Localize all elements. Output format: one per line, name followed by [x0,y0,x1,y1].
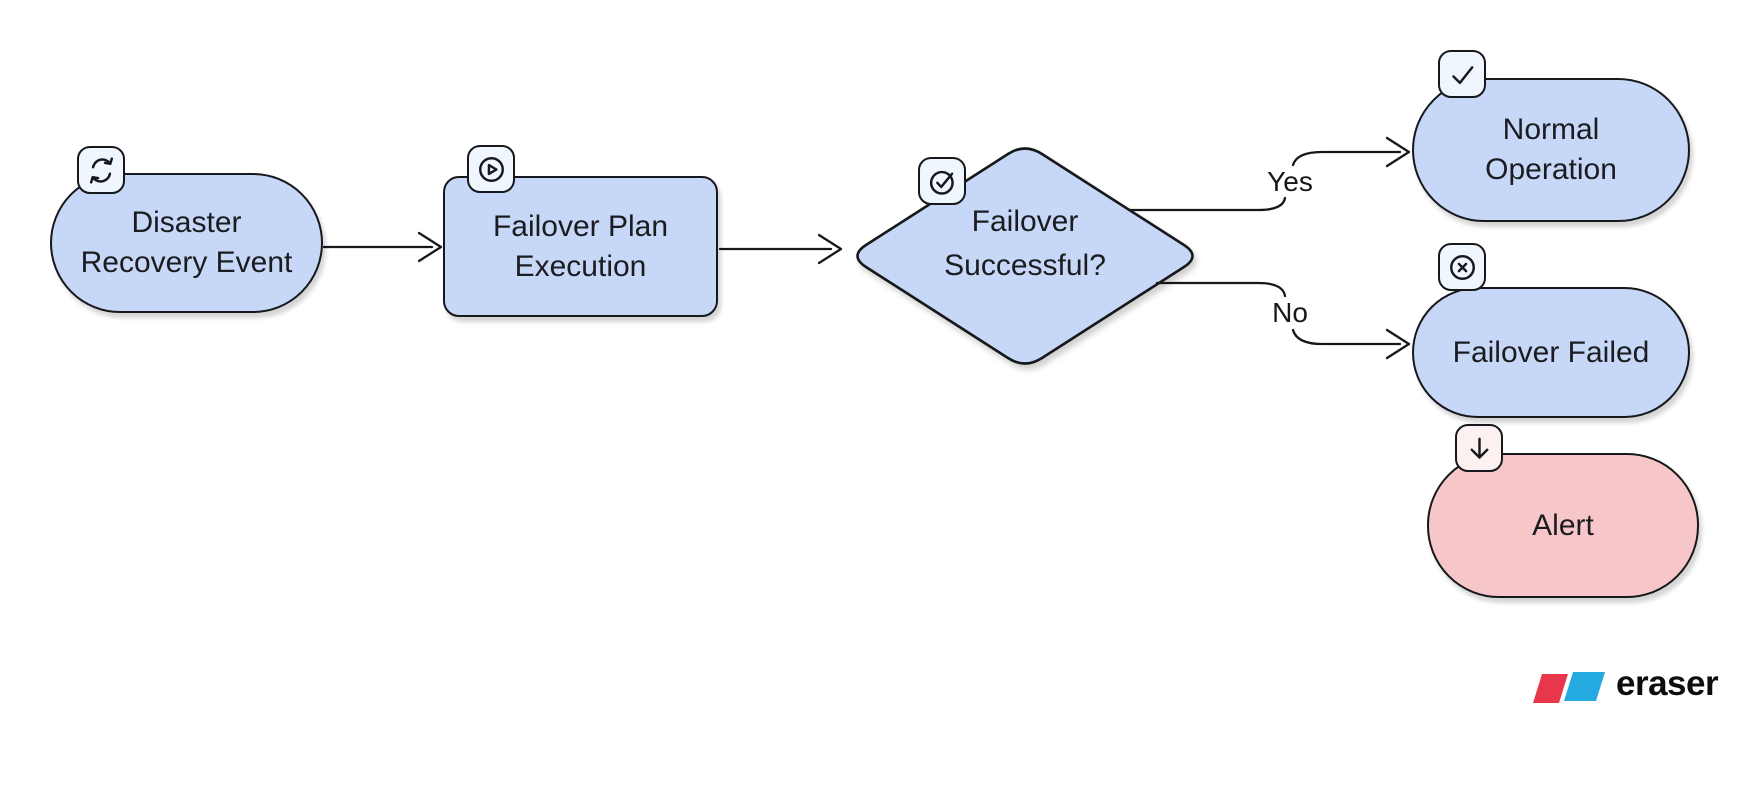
edge-yes-arrowhead [1385,136,1411,168]
node-normal-operation-label: Normal Operation [1485,113,1617,186]
sync-icon-badge [77,146,125,194]
node-failover-plan-execution[interactable]: Failover Plan Execution [443,176,718,317]
edge-no-segment-1 [1155,281,1287,298]
node-failover-plan-label: Failover Plan Execution [492,209,669,283]
check-circle-icon-badge [918,157,966,205]
node-disaster-recovery-event[interactable]: Disaster Recovery Event [50,173,323,313]
edge-label-yes: Yes [1267,166,1313,197]
check-icon-badge [1438,50,1486,98]
eraser-logo-icon [1533,672,1605,703]
node-failover-failed-label: Failover Failed [1452,335,1650,369]
edge-disaster-to-plan-arrowhead [417,231,443,263]
eraser-logo-text: eraser [1616,664,1719,703]
check-circle-icon [929,170,954,195]
node-normal-operation[interactable]: Normal Operation [1412,78,1690,222]
x-circle-icon-badge [1438,243,1486,291]
edge-label-no: No [1272,297,1308,328]
edge-no-segment-2 [1291,328,1402,346]
node-failover-successful-label: Failover Successful? [944,205,1106,282]
node-alert[interactable]: Alert [1427,453,1699,598]
play-circle-icon-badge [467,145,515,193]
edge-yes-segment-2 [1291,150,1402,167]
edge-no-arrowhead [1385,328,1411,360]
node-failover-failed[interactable]: Failover Failed [1412,287,1690,418]
edge-plan-to-decision-arrowhead [817,233,843,265]
arrow-down-icon-badge [1455,424,1503,472]
node-disaster-label: Disaster Recovery Event [80,206,293,279]
x-circle-icon [1449,254,1475,280]
node-alert-label: Alert [1532,508,1594,542]
eraser-watermark[interactable]: eraser [1528,664,1719,704]
play-circle-icon [478,156,504,182]
check-icon [1451,65,1473,84]
sync-icon [89,156,113,184]
arrow-down-icon [1470,437,1488,459]
